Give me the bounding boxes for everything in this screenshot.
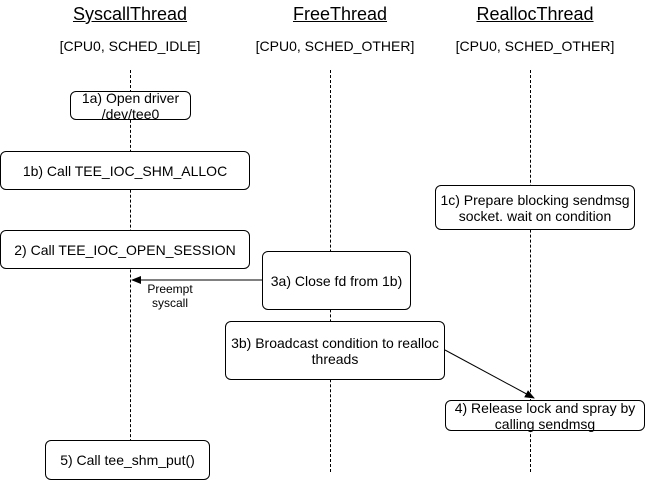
step-2-open-session: 2) Call TEE_IOC_OPEN_SESSION xyxy=(0,230,250,269)
lane-subtitle-syscall-thread: [CPU0, SCHED_IDLE] xyxy=(59,38,201,54)
lane-title-syscall-thread: SyscallThread xyxy=(72,4,188,24)
step-4-release-lock-spray: 4) Release lock and spray by calling sen… xyxy=(445,400,645,432)
lane-subtitle-free-thread: [CPU0, SCHED_OTHER] xyxy=(255,38,415,54)
lane-title-realloc-thread: ReallocThread xyxy=(476,4,594,24)
lifeline-syscall-thread xyxy=(130,70,131,472)
lane-subtitle-realloc-thread: [CPU0, SCHED_OTHER] xyxy=(455,38,615,54)
lifeline-realloc-thread xyxy=(530,70,531,472)
step-1c-prepare-sendmsg: 1c) Prepare blocking sendmsg socket. wai… xyxy=(435,185,635,230)
step-1b-shm-alloc: 1b) Call TEE_IOC_SHM_ALLOC xyxy=(0,151,250,190)
step-1a-open-driver: 1a) Open driver /dev/tee0 xyxy=(70,90,191,122)
broadcast-arrow xyxy=(444,349,535,399)
step-3a-close-fd: 3a) Close fd from 1b) xyxy=(262,251,411,310)
lane-title-free-thread: FreeThread xyxy=(292,4,388,24)
preempt-syscall-label: Preempt syscall xyxy=(147,282,193,310)
step-5-tee-shm-put: 5) Call tee_shm_put() xyxy=(45,440,210,480)
step-3b-broadcast-condition: 3b) Broadcast condition to realloc threa… xyxy=(225,321,445,380)
